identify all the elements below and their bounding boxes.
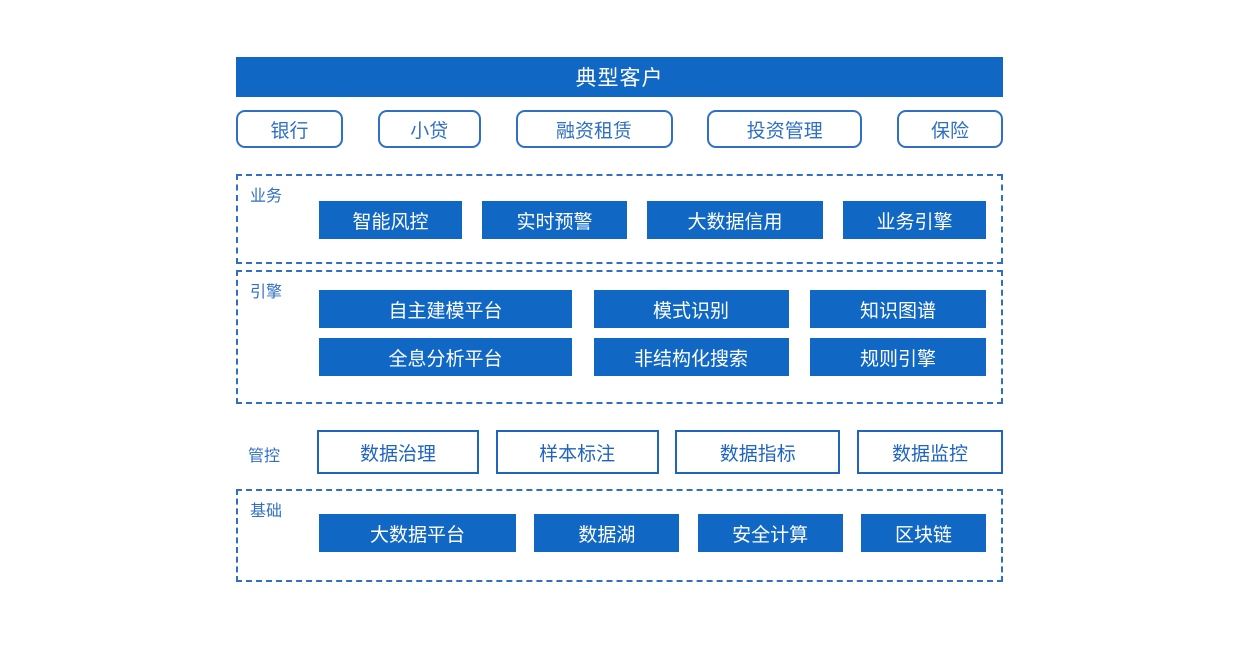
customer-pill-label: 保险 (930, 120, 969, 142)
tile-label: 数据治理 (359, 443, 436, 465)
layer-engine-label: 引擎 (250, 284, 283, 301)
business-tile-row: 智能风控 实时预警 大数据信用 业务引擎 (319, 201, 986, 239)
layer-control-label: 管控 (248, 448, 281, 465)
engine-tile-holographic-analysis-platform[interactable]: 全息分析平台 (319, 338, 572, 376)
control-tile-data-monitoring[interactable]: 数据监控 (856, 430, 1003, 474)
engine-tile-unstructured-search[interactable]: 非结构化搜索 (593, 338, 789, 376)
customer-pill-leasing[interactable]: 融资租赁 (515, 110, 673, 148)
engine-tile-rules-engine[interactable]: 规则引擎 (810, 338, 986, 376)
tile-label: 全息分析平台 (388, 348, 503, 370)
engine-tile-knowledge-graph[interactable]: 知识图谱 (810, 290, 986, 328)
tile-label: 数据监控 (891, 443, 968, 465)
tile-label: 大数据平台 (369, 524, 465, 546)
customer-pill-label: 小贷 (410, 120, 449, 142)
tile-label: 模式识别 (652, 300, 729, 322)
diagram-title-text: 典型客户 (575, 67, 664, 90)
business-tile-intelligent-risk-control[interactable]: 智能风控 (319, 201, 462, 239)
tile-label: 数据湖 (578, 524, 636, 546)
customer-pill-bank[interactable]: 银行 (236, 110, 343, 148)
layer-foundation-container: 基础 (236, 489, 1003, 582)
layer-engine-container: 引擎 (236, 270, 1003, 404)
diagram-title-banner: 典型客户 (236, 57, 1003, 97)
customer-pill-investment[interactable]: 投资管理 (707, 110, 863, 148)
tile-label: 业务引擎 (876, 211, 953, 233)
tile-label: 智能风控 (352, 211, 429, 233)
layer-business-label: 业务 (250, 188, 283, 205)
layer-foundation-label: 基础 (250, 503, 283, 520)
business-tile-business-engine[interactable]: 业务引擎 (843, 201, 986, 239)
foundation-tile-secure-computing[interactable]: 安全计算 (697, 514, 843, 552)
tile-label: 区块链 (894, 524, 952, 546)
foundation-tile-data-lake[interactable]: 数据湖 (534, 514, 680, 552)
customer-type-row: 银行 小贷 融资租赁 投资管理 保险 (236, 110, 1003, 148)
control-tile-sample-labeling[interactable]: 样本标注 (495, 430, 659, 474)
tile-label: 知识图谱 (859, 300, 936, 322)
customer-pill-insurance[interactable]: 保险 (897, 110, 1003, 148)
customer-pill-label: 投资管理 (746, 120, 823, 142)
control-tile-data-metrics[interactable]: 数据指标 (675, 430, 841, 474)
engine-tile-pattern-recognition[interactable]: 模式识别 (593, 290, 789, 328)
business-tile-realtime-alert[interactable]: 实时预警 (482, 201, 627, 239)
control-tile-data-governance[interactable]: 数据治理 (317, 430, 479, 474)
foundation-tile-row: 大数据平台 数据湖 安全计算 区块链 (319, 514, 986, 552)
business-tile-bigdata-credit[interactable]: 大数据信用 (647, 201, 823, 239)
tile-label: 非结构化搜索 (633, 348, 748, 370)
tile-label: 大数据信用 (687, 211, 783, 233)
customer-pill-label: 银行 (270, 120, 309, 142)
engine-tile-row-2: 全息分析平台 非结构化搜索 规则引擎 (319, 338, 986, 376)
tile-label: 安全计算 (732, 524, 809, 546)
tile-label: 实时预警 (516, 211, 593, 233)
foundation-tile-bigdata-platform[interactable]: 大数据平台 (319, 514, 516, 552)
engine-tile-self-service-modeling-platform[interactable]: 自主建模平台 (319, 290, 572, 328)
engine-tile-row-1: 自主建模平台 模式识别 知识图谱 (319, 290, 986, 328)
tile-label: 数据指标 (719, 443, 796, 465)
foundation-tile-blockchain[interactable]: 区块链 (860, 514, 986, 552)
customer-pill-label: 融资租赁 (555, 120, 632, 142)
customer-pill-microloan[interactable]: 小贷 (377, 110, 481, 148)
tile-label: 规则引擎 (859, 348, 936, 370)
layer-business-container: 业务 (236, 174, 1003, 264)
tile-label: 样本标注 (539, 443, 616, 465)
control-tile-row: 数据治理 样本标注 数据指标 数据监控 (317, 430, 1003, 474)
tile-label: 自主建模平台 (388, 300, 503, 322)
